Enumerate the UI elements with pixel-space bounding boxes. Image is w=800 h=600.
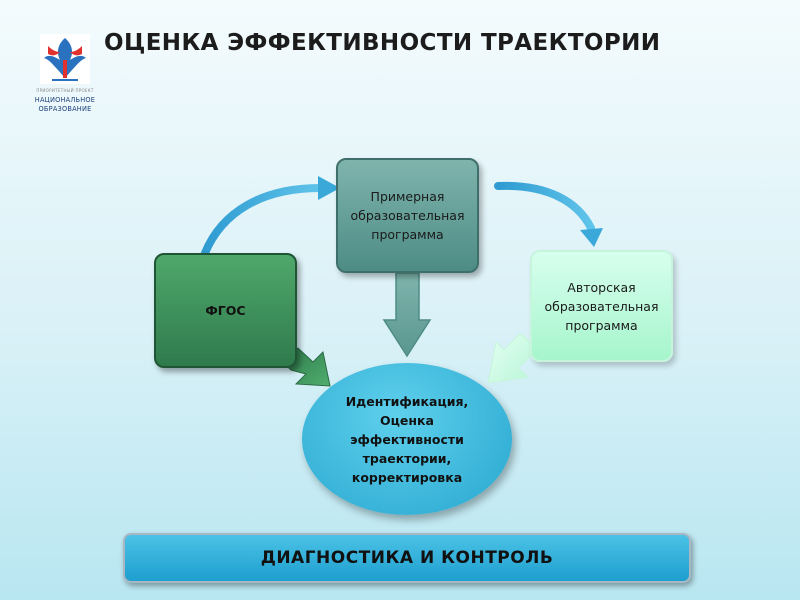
logo-line-1: НАЦИОНАЛЬНОЕ: [34, 96, 96, 104]
arrow-primer-to-author: [494, 181, 603, 247]
node-identification: Идентификация, Оценка эффективности трае…: [302, 363, 512, 515]
logo-line-2: ОБРАЗОВАНИЕ: [38, 105, 92, 113]
page-title: ОЦЕНКА ЭФФЕКТИВНОСТИ ТРАЕКТОРИИ: [104, 30, 661, 56]
national-education-logo: ПРИОРИТЕТНЫЙ ПРОЕКТ НАЦИОНАЛЬНОЕ ОБРАЗОВ…: [28, 30, 102, 116]
arrow-fgos-to-primer: [201, 176, 340, 257]
node-author-program: Авторская образовательная программа: [530, 250, 673, 362]
arrow-primer-to-center: [382, 272, 432, 358]
node-primer-program: Примерная образовательная программа: [336, 158, 479, 273]
logo-small-text: ПРИОРИТЕТНЫЙ ПРОЕКТ: [36, 88, 94, 93]
logo-emblem-icon: [40, 34, 90, 84]
diagnostics-bar-label: ДИАГНОСТИКА И КОНТРОЛЬ: [260, 548, 554, 568]
node-fgos: ФГОС: [154, 253, 297, 368]
diagnostics-bar: ДИАГНОСТИКА И КОНТРОЛЬ: [123, 533, 691, 583]
arrow-author-to-center: [487, 332, 533, 384]
